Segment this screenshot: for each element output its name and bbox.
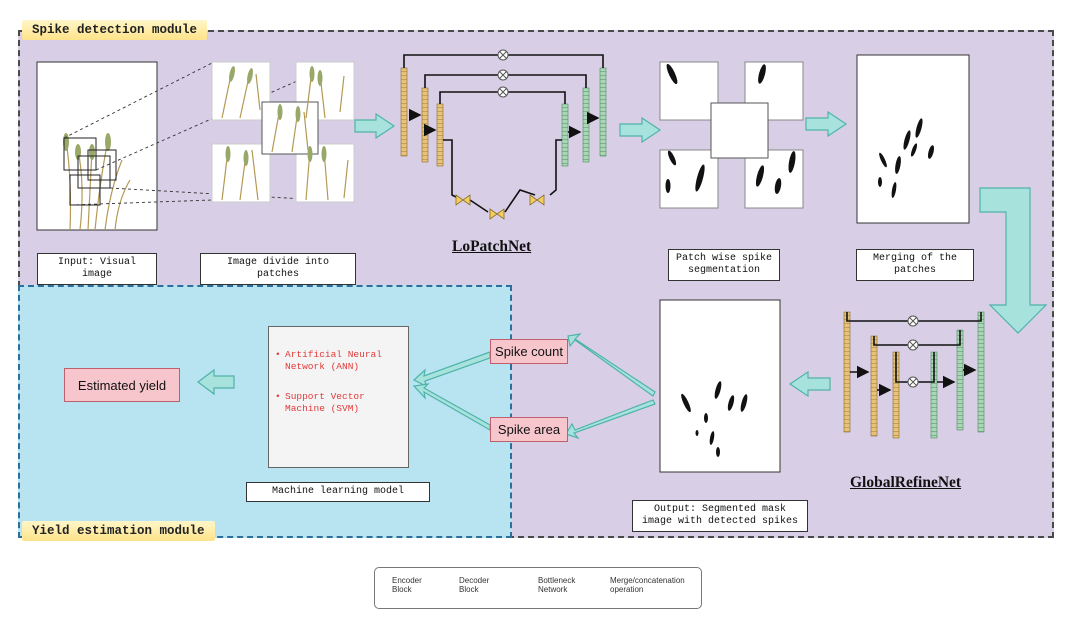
ml-method-ann: Artificial Neural Network (ANN) [275,349,400,373]
ml-model-box: Artificial Neural Network (ANN) Support … [268,326,409,468]
lopatchnet-diagram [400,49,607,220]
legend-merge-label: Merge/concatenation operation [610,576,685,594]
caption-merging: Merging of the patches [856,249,974,281]
spike-area-box: Spike area [490,417,568,442]
estimated-yield-box: Estimated yield [64,368,180,402]
legend-bottleneck-label: Bottleneck Network [538,576,576,594]
spike-count-box: Spike count [490,339,568,364]
legend-decoder-label: Decoder Block [459,576,490,594]
caption-patches: Image divide into patches [200,253,356,285]
globalrefinenet-diagram [843,311,985,439]
merged-image [856,54,970,224]
ml-method-svm: Support Vector Machine (SVM) [275,391,400,415]
legend [374,567,702,609]
flow-arrows [197,110,1048,440]
caption-output: Output: Segmented mask image with detect… [632,500,808,532]
input-image [36,61,158,231]
legend-encoder-label: Encoder Block [392,576,422,594]
caption-input: Input: Visual image [37,253,157,285]
spike-detection-module-label: Spike detection module [22,20,208,40]
yield-estimation-module-label: Yield estimation module [22,521,215,541]
lopatchnet-title: LoPatchNet [452,238,532,255]
caption-patch-seg: Patch wise spike segmentation [668,249,780,281]
patch-segmentation [659,61,804,209]
globalrefinenet-title: GlobalRefineNet [850,474,962,491]
caption-ml-model: Machine learning model [246,482,430,502]
output-mask-image [659,299,781,473]
patch-images [211,61,355,203]
